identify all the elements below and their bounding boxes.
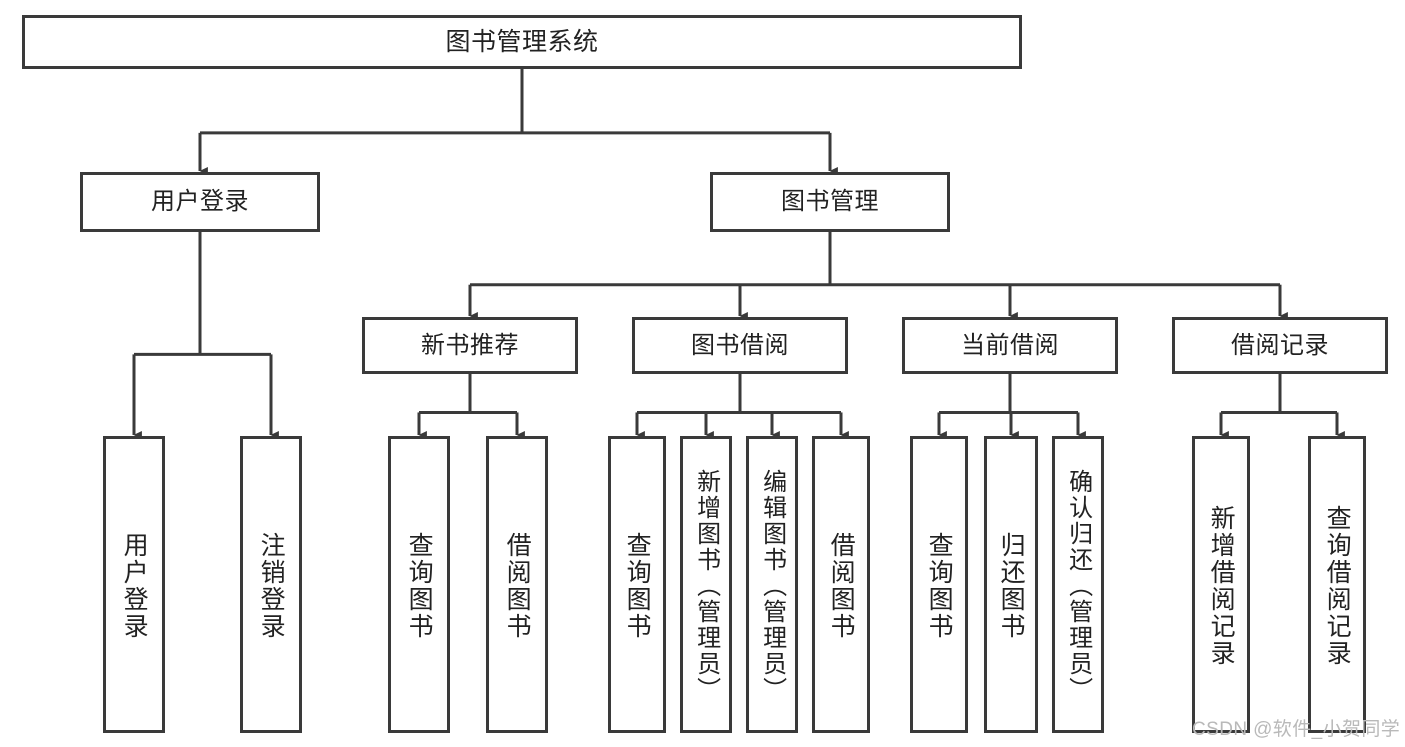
node-leaf-return-book[interactable]: 归还图书 xyxy=(984,436,1038,733)
node-leaf-add-book-admin[interactable]: 新增图书（管理员） xyxy=(680,436,732,733)
node-leaf-query-book-rec[interactable]: 查询图书 xyxy=(388,436,450,733)
node-leaf-query-borrow-record[interactable]: 查询借阅记录 xyxy=(1308,436,1366,733)
node-leaf-add-book-admin-label: 新增图书（管理员） xyxy=(692,468,720,703)
node-leaf-add-borrow-record-label: 新增借阅记录 xyxy=(1207,504,1236,667)
node-user-login[interactable]: 用户登录 xyxy=(80,172,320,232)
node-new-book-recommend-label: 新书推荐 xyxy=(421,331,519,359)
node-current-borrow[interactable]: 当前借阅 xyxy=(902,317,1118,374)
node-leaf-user-login[interactable]: 用户登录 xyxy=(103,436,165,733)
node-leaf-query-book-rec-label: 查询图书 xyxy=(405,531,434,640)
node-leaf-user-login-label: 用户登录 xyxy=(120,531,149,640)
node-leaf-borrow-book-rec-label: 借阅图书 xyxy=(503,531,532,640)
node-user-login-label: 用户登录 xyxy=(151,188,249,216)
node-leaf-confirm-return-admin-label: 确认归还（管理员） xyxy=(1064,468,1092,703)
node-borrow-record-label: 借阅记录 xyxy=(1231,331,1329,359)
node-leaf-add-borrow-record[interactable]: 新增借阅记录 xyxy=(1192,436,1250,733)
node-book-management[interactable]: 图书管理 xyxy=(710,172,950,232)
node-book-borrow[interactable]: 图书借阅 xyxy=(632,317,848,374)
node-leaf-query-borrow-record-label: 查询借阅记录 xyxy=(1323,504,1352,667)
node-leaf-confirm-return-admin[interactable]: 确认归还（管理员） xyxy=(1052,436,1104,733)
node-root[interactable]: 图书管理系统 xyxy=(22,15,1022,69)
node-root-label: 图书管理系统 xyxy=(445,27,599,56)
node-leaf-query-book-current[interactable]: 查询图书 xyxy=(910,436,968,733)
node-leaf-borrow-book-label: 借阅图书 xyxy=(827,531,856,640)
node-leaf-query-book-current-label: 查询图书 xyxy=(925,531,954,640)
node-book-management-label: 图书管理 xyxy=(781,188,879,216)
csdn-watermark: CSDN @软件_小贺同学 xyxy=(1192,719,1401,740)
node-leaf-borrow-book[interactable]: 借阅图书 xyxy=(812,436,870,733)
node-leaf-query-book-borrow-label: 查询图书 xyxy=(623,531,652,640)
node-leaf-query-book-borrow[interactable]: 查询图书 xyxy=(608,436,666,733)
node-leaf-edit-book-admin[interactable]: 编辑图书（管理员） xyxy=(746,436,798,733)
node-leaf-edit-book-admin-label: 编辑图书（管理员） xyxy=(758,468,786,703)
node-book-borrow-label: 图书借阅 xyxy=(691,331,789,359)
node-new-book-recommend[interactable]: 新书推荐 xyxy=(362,317,578,374)
node-leaf-borrow-book-rec[interactable]: 借阅图书 xyxy=(486,436,548,733)
node-leaf-logout-label: 注销登录 xyxy=(257,531,286,640)
node-borrow-record[interactable]: 借阅记录 xyxy=(1172,317,1388,374)
node-leaf-return-book-label: 归还图书 xyxy=(997,531,1026,640)
node-current-borrow-label: 当前借阅 xyxy=(961,331,1059,359)
node-leaf-logout[interactable]: 注销登录 xyxy=(240,436,302,733)
